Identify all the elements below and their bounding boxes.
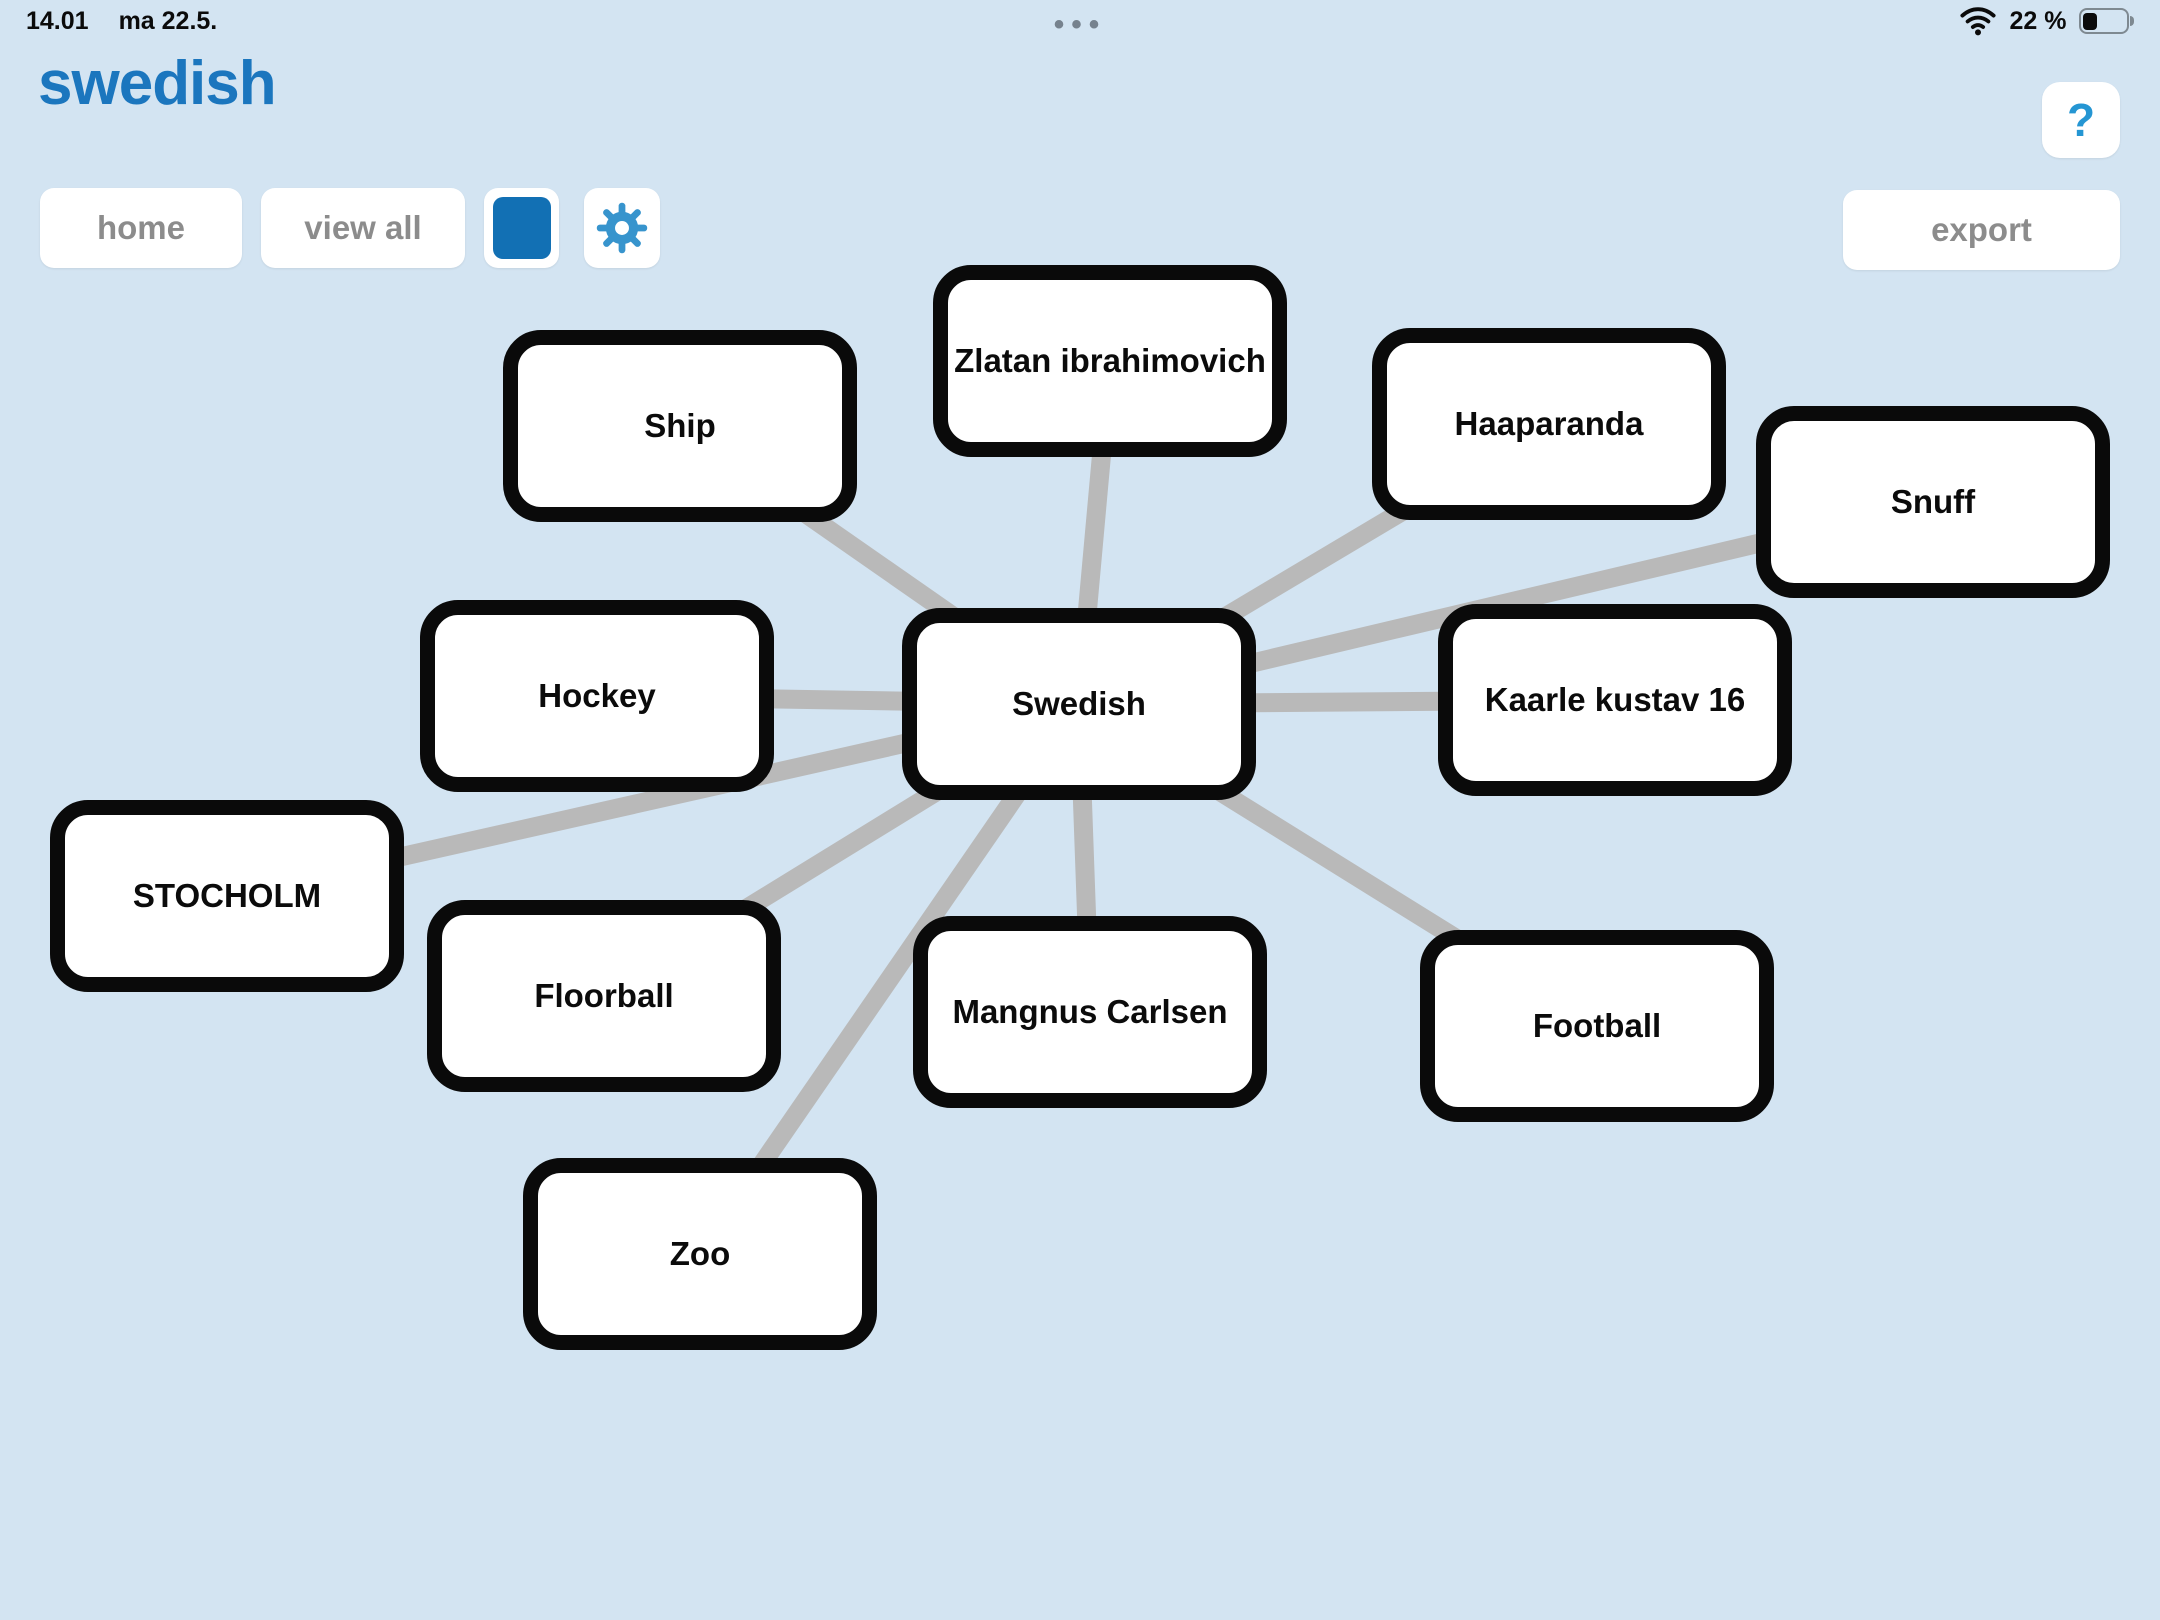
map-node-label: Swedish (1012, 684, 1146, 722)
map-node-snuff[interactable]: Snuff (1756, 406, 2110, 598)
status-left: 14.01 ma 22.5. (26, 7, 217, 36)
map-node-label: Zoo (669, 1234, 731, 1272)
map-node-label: Ship (644, 406, 716, 444)
wifi-icon (1959, 7, 1996, 36)
status-time: 14.01 (26, 6, 89, 35)
status-bar: 14.01 ma 22.5. ••• 22 % (0, 0, 2160, 41)
map-node-label: Zlatan ibrahimovich (954, 341, 1266, 379)
map-node-football[interactable]: Football (1420, 930, 1774, 1122)
map-node-swedish[interactable]: Swedish (902, 608, 1256, 800)
color-swatch-icon (492, 197, 551, 259)
battery-fill (2083, 12, 2098, 30)
map-node-label: Kaarle kustav 16 (1484, 680, 1746, 718)
map-node-stocholm[interactable]: STOCHOLM (50, 800, 404, 992)
map-node-zoo[interactable]: Zoo (523, 1158, 877, 1350)
map-node-zlatan[interactable]: Zlatan ibrahimovich (933, 265, 1287, 457)
export-button-label: export (1931, 211, 2032, 248)
status-date: ma 22.5. (118, 6, 218, 35)
map-node-label: Football (1532, 1006, 1662, 1044)
export-button[interactable]: export (1843, 190, 2120, 270)
status-right: 22 % (1958, 6, 2134, 36)
map-node-hockey[interactable]: Hockey (420, 600, 774, 792)
map-node-haaparanda[interactable]: Haaparanda (1372, 328, 1726, 520)
map-node-label: Floorball (534, 976, 674, 1014)
gear-icon (596, 202, 648, 254)
home-button[interactable]: home (40, 188, 242, 268)
map-node-label: STOCHOLM (132, 876, 322, 914)
map-node-floorball[interactable]: Floorball (427, 900, 781, 1092)
map-node-label: Mangnus Carlsen (952, 992, 1228, 1030)
settings-button[interactable] (584, 188, 660, 268)
color-swatch-button[interactable] (484, 188, 559, 268)
battery-percent: 22 % (2009, 6, 2067, 35)
map-node-kaarle[interactable]: Kaarle kustav 16 (1438, 604, 1792, 796)
view-all-button[interactable]: view all (261, 188, 465, 268)
battery-icon (2078, 8, 2134, 34)
page-title: swedish (38, 49, 277, 118)
map-node-label: Hockey (538, 676, 656, 714)
help-button[interactable]: ? (2042, 82, 2120, 158)
map-node-ship[interactable]: Ship (503, 330, 857, 522)
map-node-label: Snuff (1890, 482, 1976, 520)
map-node-label: Haaparanda (1454, 404, 1644, 442)
map-node-mangnus[interactable]: Mangnus Carlsen (913, 916, 1267, 1108)
home-button-label: home (96, 209, 185, 246)
view-all-button-label: view all (304, 209, 422, 246)
question-mark-icon: ? (2066, 94, 2096, 146)
multitask-dots-icon: ••• (1053, 8, 1107, 41)
